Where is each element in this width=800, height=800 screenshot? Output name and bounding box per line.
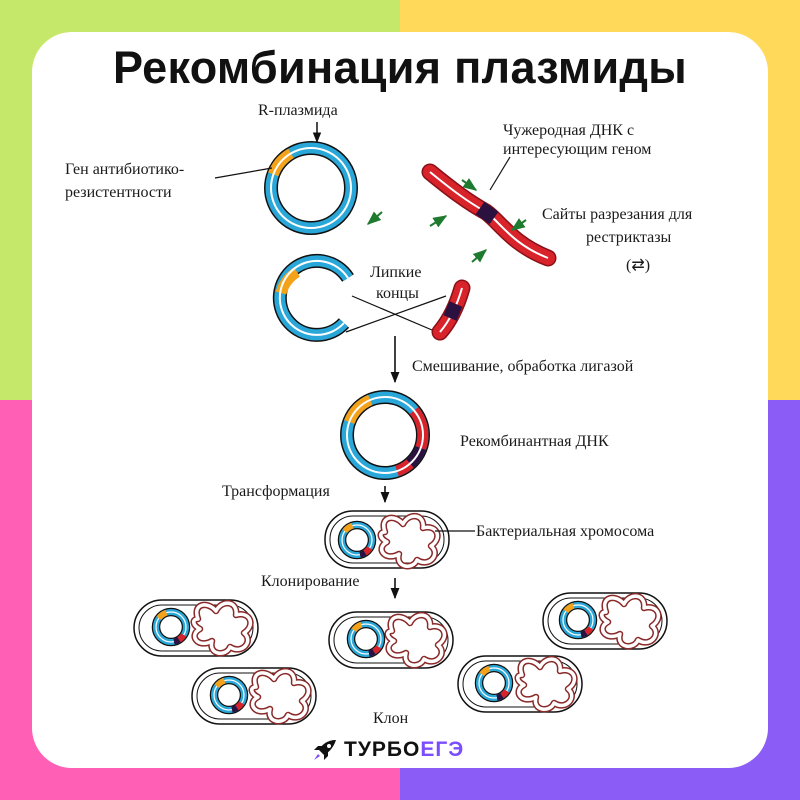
clone-cell-3 [542, 592, 668, 650]
cut-site-arrow-1 [366, 211, 383, 225]
mixing-label: Смешивание, обработка лигазой [412, 358, 634, 375]
foreign-dna [421, 163, 557, 267]
antibiotic-gene-label-line2: резистентности [65, 184, 172, 201]
foreign-dna-fragment [431, 279, 471, 341]
transformed-bacterium [324, 510, 450, 568]
foreign-dna-pointer [489, 156, 511, 191]
clone-cell-2 [328, 611, 454, 669]
antibiotic-gene-label-line1: Ген антибиотико- [65, 161, 185, 178]
clone-cell-5 [457, 655, 583, 713]
r-plasmid [264, 141, 358, 235]
cut-site-arrow-3 [429, 215, 448, 228]
cut-site-arrow-4 [510, 218, 527, 231]
bacterial-chromosome-label: Бактериальная хромосома [476, 523, 655, 540]
recombinant-dna-label: Рекомбинантная ДНК [460, 433, 609, 450]
r-plasmid-label: R-плазмида [258, 102, 338, 119]
ligation-cross-line-1 [351, 295, 433, 331]
antibiotic-gene-pointer [214, 167, 273, 179]
brand-part1: ТУРБО [344, 738, 421, 761]
clone-cell-1 [133, 599, 259, 657]
foreign-dna-label-line2: интересующим геном [503, 141, 652, 158]
recombinant-plasmid [340, 390, 430, 480]
brand-part2: ЕГЭ [420, 738, 465, 761]
rocket-icon [314, 740, 336, 760]
clone-label: Клон [373, 710, 409, 727]
brand-logo: ТУРБОЕГЭ [312, 736, 464, 764]
cut-sites-symbol: (⇄) [626, 257, 651, 274]
page-title: Рекомбинация плазмиды [112, 42, 688, 93]
cut-sites-label-line1: Сайты разрезания для [542, 206, 693, 223]
cloning-label: Клонирование [261, 573, 360, 590]
cut-site-arrow-5 [471, 249, 488, 263]
clone-cell-4 [191, 667, 317, 725]
opened-plasmid [272, 253, 354, 342]
sticky-ends-label-line1: Липкие [370, 264, 422, 281]
ligation-cross-line-2 [345, 295, 447, 333]
foreign-dna-label-line1: Чужеродная ДНК с [503, 122, 635, 139]
cut-site-arrow-2 [461, 178, 478, 191]
sticky-ends-label-line2: концы [376, 285, 419, 302]
cut-sites-label-line2: рестриктазы [586, 229, 672, 246]
cut-site-mark [475, 201, 499, 225]
transformation-label: Трансформация [222, 483, 330, 500]
